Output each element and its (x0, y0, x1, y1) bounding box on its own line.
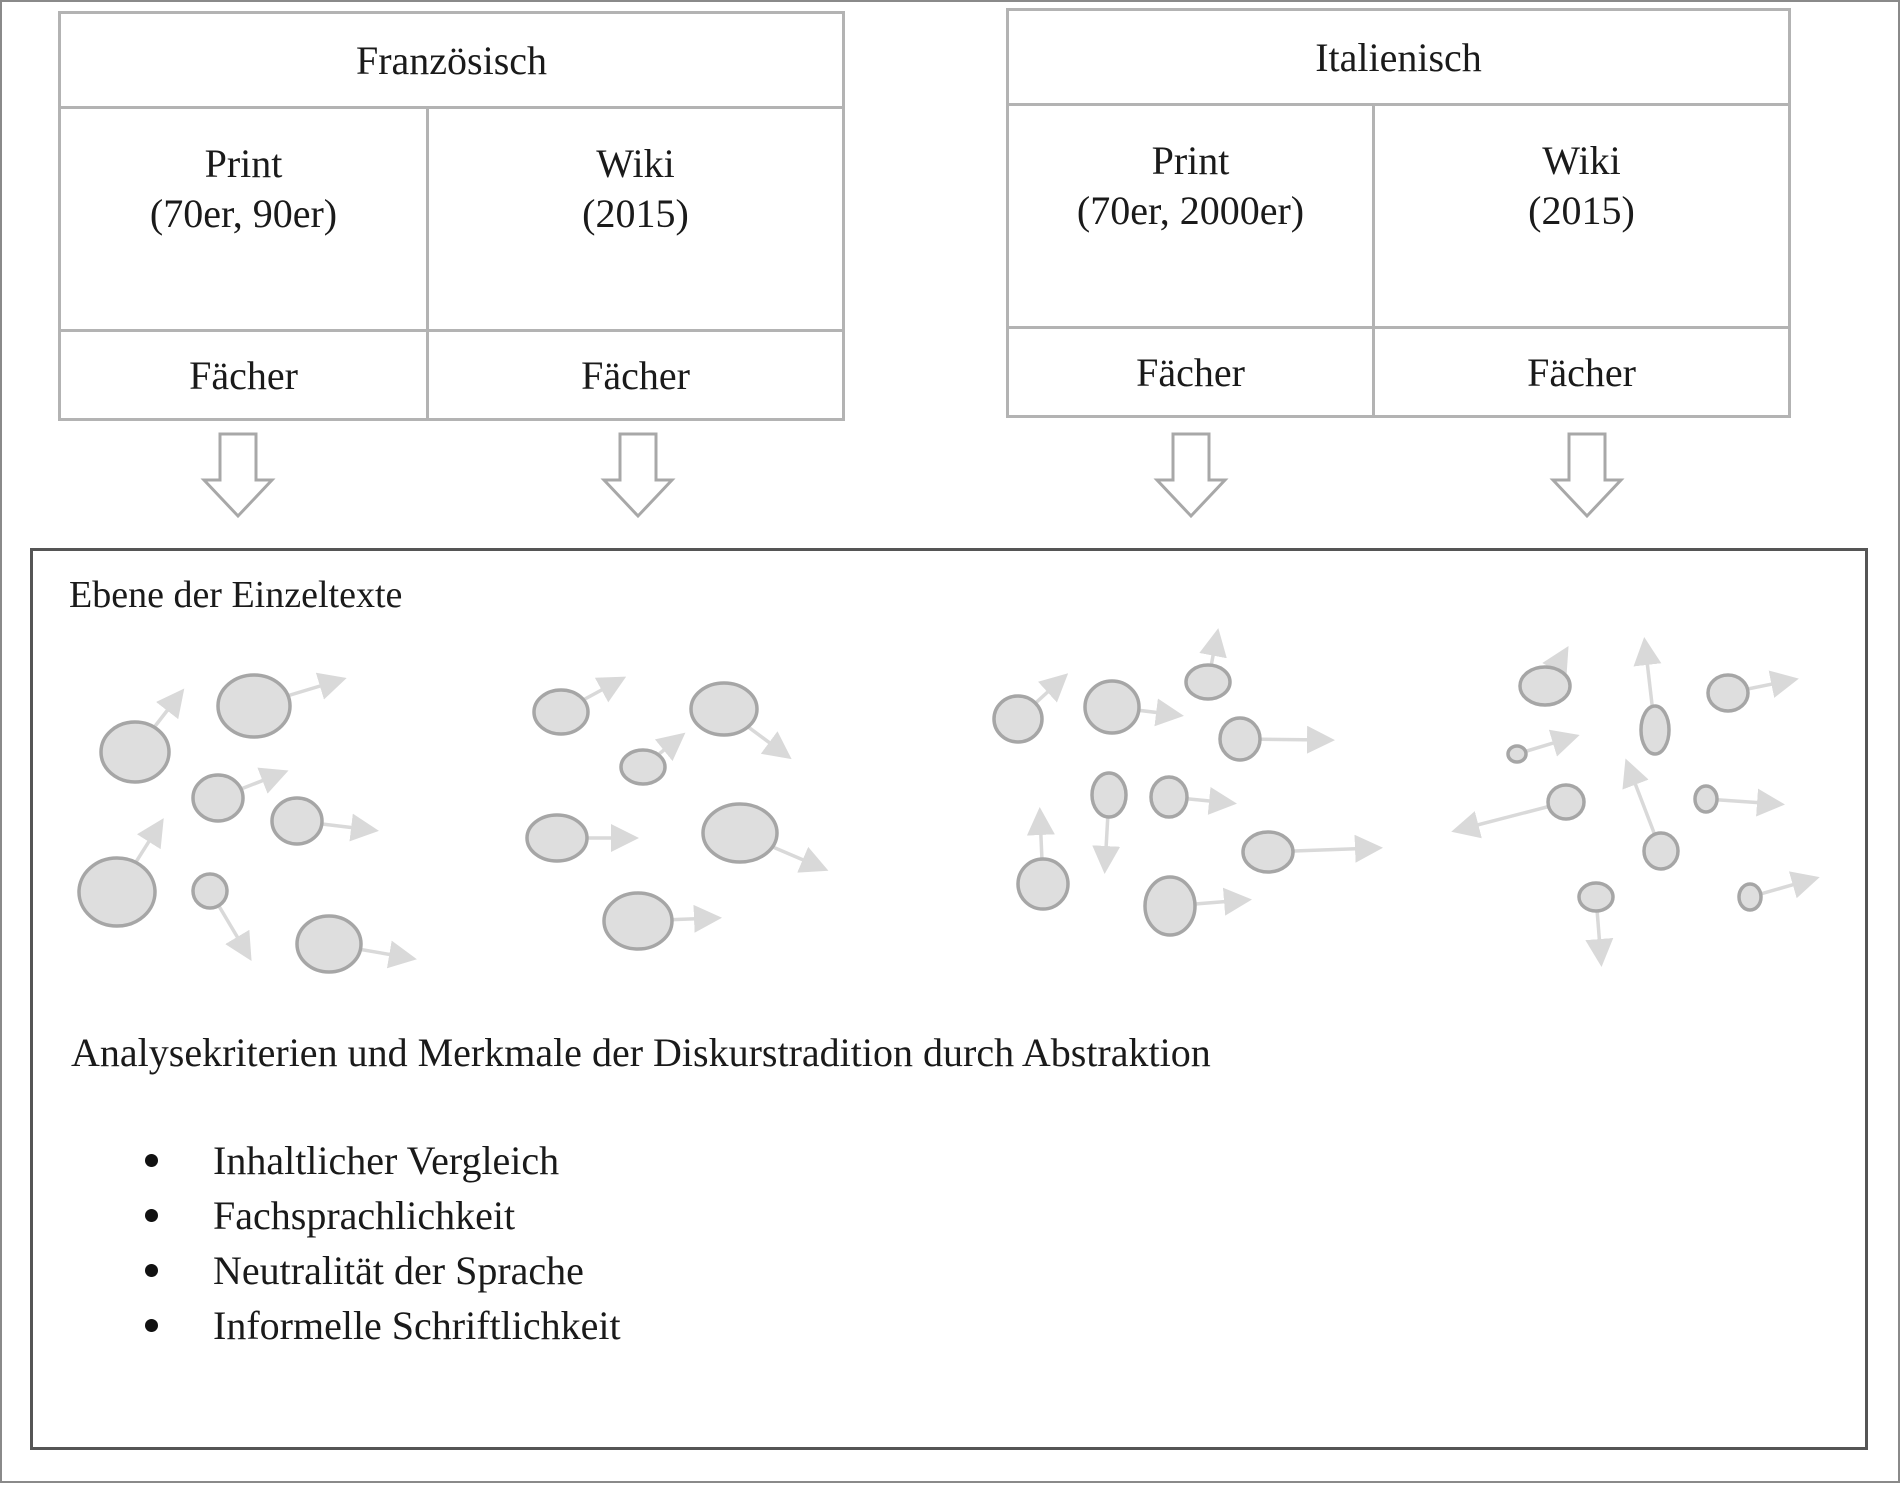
text-bubble (99, 720, 171, 784)
text-bubble (1241, 830, 1295, 874)
text-bubble (1090, 771, 1128, 819)
column-label: Print (204, 141, 283, 186)
column-wiki-footer: Fächer (1372, 326, 1788, 417)
column-period: (2015) (1528, 188, 1635, 233)
column-print-header: Print (70er, 2000er) (1009, 106, 1372, 326)
text-bubble (992, 694, 1044, 744)
criterion-text: Inhaltlicher Vergleich (213, 1138, 560, 1183)
column-wiki-header: Wiki (2015) (426, 109, 842, 329)
text-bubble (1546, 783, 1586, 821)
text-bubble (191, 773, 245, 823)
table-title: Italienisch (1009, 11, 1788, 106)
table-title: Französisch (61, 14, 842, 109)
text-bubble (701, 802, 779, 864)
text-bubble (1693, 784, 1719, 814)
text-bubble (1218, 716, 1262, 762)
list-item: Fachsprachlichkeit (145, 1188, 621, 1243)
text-bubble (1642, 831, 1680, 871)
text-bubble (1184, 663, 1232, 701)
single-texts-panel: Ebene der Einzeltexte Analysekriterien u… (30, 548, 1868, 1450)
criterion-text: Neutralität der Sprache (213, 1248, 584, 1293)
text-bubble (1639, 704, 1671, 756)
column-period: (2015) (582, 191, 689, 236)
list-item: Inhaltlicher Vergleich (145, 1133, 621, 1188)
column-print-footer: Fächer (1009, 326, 1372, 417)
text-bubble (1518, 665, 1572, 707)
text-bubble (77, 856, 157, 928)
bullet-icon (145, 1264, 158, 1277)
down-arrow-icon (1549, 432, 1625, 519)
analysis-title: Analysekriterien und Merkmale der Diskur… (71, 1030, 1211, 1075)
column-print-footer: Fächer (61, 329, 426, 420)
text-bubble (1577, 881, 1615, 913)
text-bubble (525, 813, 589, 863)
text-bubble (1706, 673, 1750, 713)
text-bubble (295, 914, 363, 974)
text-bubble (689, 681, 759, 737)
column-period: (70er, 2000er) (1076, 188, 1305, 233)
column-label: Wiki (596, 141, 675, 186)
column-label: Print (1151, 138, 1230, 183)
table-italian: Italienisch Print (70er, 2000er) Wiki (2… (1006, 8, 1791, 418)
criterion-text: Informelle Schriftlichkeit (213, 1303, 621, 1348)
text-bubble (1083, 679, 1141, 735)
text-bubble (532, 688, 590, 736)
text-bubble (1149, 775, 1189, 819)
text-bubble (619, 748, 667, 786)
bullet-icon (145, 1319, 158, 1332)
bullet-icon (145, 1154, 158, 1167)
text-bubble (1016, 857, 1070, 911)
text-bubble (1143, 875, 1197, 937)
column-period: (70er, 90er) (149, 191, 338, 236)
table-french: Französisch Print (70er, 90er) Wiki (201… (58, 11, 845, 421)
column-label: Wiki (1542, 138, 1621, 183)
text-bubble (602, 891, 674, 951)
column-print-header: Print (70er, 90er) (61, 109, 426, 329)
down-arrow-icon (200, 432, 276, 519)
bullet-icon (145, 1209, 158, 1222)
column-wiki-header: Wiki (2015) (1372, 106, 1788, 326)
column-wiki-footer: Fächer (426, 329, 842, 420)
text-bubble (270, 796, 324, 846)
down-arrow-icon (1153, 432, 1229, 519)
text-bubble (1506, 744, 1528, 764)
list-item: Neutralität der Sprache (145, 1243, 621, 1298)
list-item: Informelle Schriftlichkeit (145, 1298, 621, 1353)
text-bubble (191, 872, 229, 910)
text-bubble (216, 673, 292, 739)
criterion-text: Fachsprachlichkeit (213, 1193, 516, 1238)
criteria-list: Inhaltlicher Vergleich Fachsprachlichkei… (145, 1133, 621, 1353)
level-title: Ebene der Einzeltexte (69, 574, 403, 616)
text-bubble (1737, 882, 1763, 912)
down-arrow-icon (600, 432, 676, 519)
